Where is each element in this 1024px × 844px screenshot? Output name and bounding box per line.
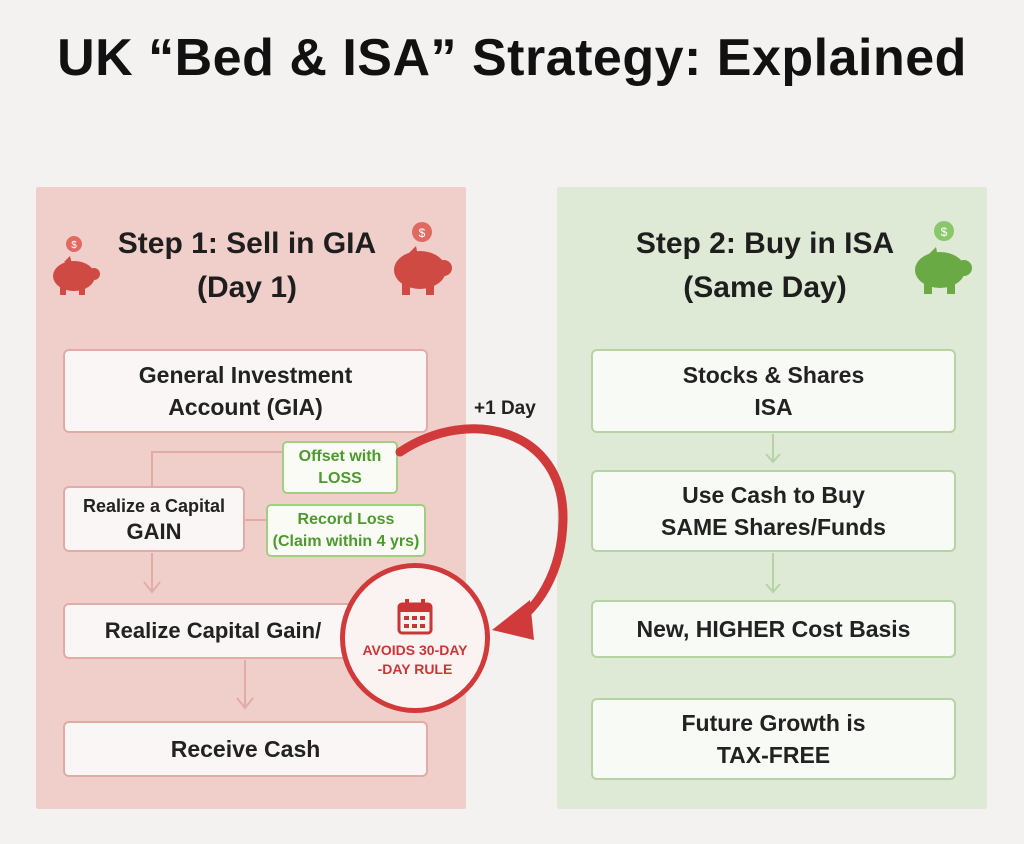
one-day-label: +1 Day (474, 398, 536, 419)
gain-line2: GAIN (126, 519, 182, 544)
piggy-bank-icon: $ (915, 221, 972, 294)
cost-basis-text: New, HIGHER Cost Basis (636, 615, 911, 642)
badge-line1: AVOIDS 30-DAY (362, 642, 468, 658)
isa-line2: ISA (754, 394, 793, 420)
step1-title-line1: Step 1: Sell in GIA (117, 227, 377, 260)
arrow-head (492, 600, 534, 640)
avoids-rule-badge: AVOIDS 30-DAY -DAY RULE (340, 563, 490, 713)
offset-connector-line (151, 451, 282, 486)
isa-line1: Stocks & Shares (682, 362, 865, 388)
gia-line2: Account (GIA) (168, 394, 323, 420)
growth-line2: TAX-FREE (716, 742, 831, 768)
gia-account-box: General Investment Account (GIA) (63, 349, 428, 433)
offset-line1: Offset with (298, 447, 382, 465)
piggy-bank-icon: $ (53, 236, 100, 295)
gain-line1: Realize a Capital (82, 496, 226, 516)
receive-cash-box: Receive Cash (63, 721, 428, 777)
capital-gain-text: Realize Capital Gain/ (104, 618, 322, 643)
realize-gain-box: Realize a Capital GAIN (63, 486, 245, 552)
isa-box: Stocks & Shares ISA (591, 349, 956, 433)
piggy-bank-icon: $ (394, 222, 452, 295)
buy-line1: Use Cash to Buy (682, 482, 865, 508)
step2-title-line2: (Same Day) (683, 271, 847, 304)
gia-line1: General Investment (138, 362, 353, 388)
step2-title: Step 2: Buy in ISA (Same Day) (600, 222, 930, 310)
step1-title: Step 1: Sell in GIA (Day 1) (92, 222, 402, 310)
step2-panel: Stocks & Shares ISA Use Cash to Buy SAME… (557, 187, 987, 809)
receive-cash-text: Receive Cash (170, 735, 321, 762)
record-line2: (Claim within 4 yrs) (272, 532, 420, 550)
step1-title-line2: (Day 1) (196, 271, 298, 304)
svg-text:$: $ (71, 240, 77, 251)
page-title: UK “Bed & ISA” Strategy: Explained (57, 29, 967, 87)
realize-capital-gain-box: Realize Capital Gain/ (63, 603, 363, 659)
tax-free-box: Future Growth is TAX-FREE (591, 698, 956, 780)
buy-shares-box: Use Cash to Buy SAME Shares/Funds (591, 470, 956, 552)
cost-basis-box: New, HIGHER Cost Basis (591, 600, 956, 658)
growth-line1: Future Growth is (681, 710, 866, 736)
badge-line2: -DAY RULE (377, 661, 453, 677)
calendar-icon (397, 599, 433, 635)
offset-line2: LOSS (318, 469, 362, 487)
record-line1: Record Loss (297, 510, 395, 528)
svg-text:$: $ (419, 226, 426, 240)
step2-title-line1: Step 2: Buy in ISA (635, 227, 895, 260)
record-loss-note: Record Loss (Claim within 4 yrs) (266, 504, 426, 557)
offset-loss-note: Offset with LOSS (282, 441, 398, 494)
svg-text:$: $ (941, 225, 948, 239)
buy-line2: SAME Shares/Funds (661, 514, 886, 540)
